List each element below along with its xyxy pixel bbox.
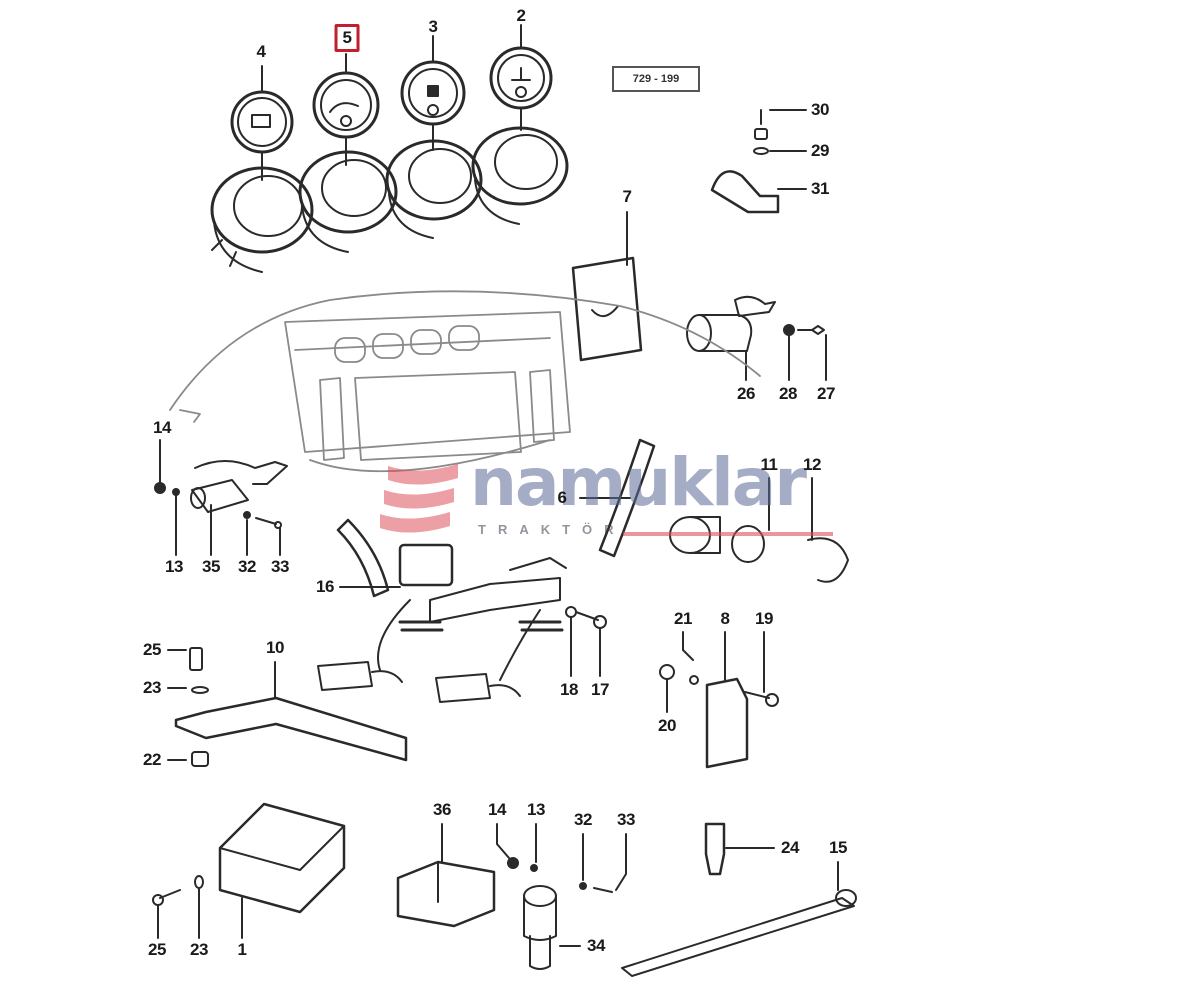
gauge-face-5 [312, 53, 380, 166]
part-callout-23: 23 [190, 940, 208, 959]
part-callout-13: 13 [527, 800, 545, 819]
part-callout-25: 25 [143, 640, 161, 659]
part-callout-31: 31 [811, 179, 829, 198]
gauge-face-4 [230, 65, 294, 181]
part-callout-32: 32 [574, 810, 592, 829]
gauge-face-3 [400, 35, 466, 151]
clip-assembly [710, 109, 807, 214]
part-callout-29: 29 [811, 141, 829, 160]
connectors [317, 661, 521, 703]
part-callout-13: 13 [165, 557, 183, 576]
part-callout-20: 20 [658, 716, 676, 735]
part-callout-34: 34 [587, 936, 605, 955]
part-callout-33: 33 [617, 810, 635, 829]
reference-code-box: 729 - 199 [612, 66, 700, 92]
part-callout-14: 14 [153, 418, 171, 437]
sensor-part-35 [154, 439, 288, 556]
gauge-face-2 [489, 24, 553, 131]
combination-switch-16 [336, 438, 656, 681]
part-callout-35: 35 [202, 557, 220, 576]
part-callout-15: 15 [829, 838, 847, 857]
part-callout-27: 27 [817, 384, 835, 403]
part-callout-8: 8 [720, 609, 730, 628]
part-callout-5: 5 [334, 24, 360, 52]
gauge-housings [210, 126, 569, 273]
part-callout-26: 26 [737, 384, 755, 403]
part-callout-12: 12 [803, 455, 821, 474]
part-callout-11: 11 [760, 455, 778, 474]
part-callout-10: 10 [266, 638, 284, 657]
part-callout-16: 16 [316, 577, 334, 596]
part-callout-18: 18 [560, 680, 578, 699]
part-callout-36: 36 [433, 800, 451, 819]
bolt-18-17 [565, 606, 607, 677]
part-callout-25: 25 [148, 940, 166, 959]
part-callout-7: 7 [622, 187, 632, 206]
sleeve-part-7 [571, 211, 643, 362]
part-callout-1: 1 [237, 940, 247, 959]
dashboard-panel [169, 290, 761, 473]
bracket-part-10 [167, 647, 408, 767]
part-callout-4: 4 [256, 42, 266, 61]
sensor-24-tie-15 [621, 822, 857, 977]
part-callout-30: 30 [811, 100, 829, 119]
part-callout-22: 22 [143, 750, 161, 769]
part-callout-6: 6 [557, 488, 567, 507]
part-callout-14: 14 [488, 800, 506, 819]
part-callout-32: 32 [238, 557, 256, 576]
part-callout-3: 3 [428, 17, 438, 36]
part-callout-33: 33 [271, 557, 289, 576]
relay-part-8 [659, 631, 779, 769]
part-callout-2: 2 [516, 6, 526, 25]
part-callout-23: 23 [143, 678, 161, 697]
bracket-part-1 [152, 802, 346, 939]
part-callout-19: 19 [755, 609, 773, 628]
part-callout-24: 24 [781, 838, 799, 857]
part-callout-28: 28 [779, 384, 797, 403]
bracket-36-sensor-34 [396, 823, 627, 970]
switch-part-26 [686, 295, 827, 381]
part-callout-21: 21 [674, 609, 692, 628]
part-callout-17: 17 [591, 680, 609, 699]
